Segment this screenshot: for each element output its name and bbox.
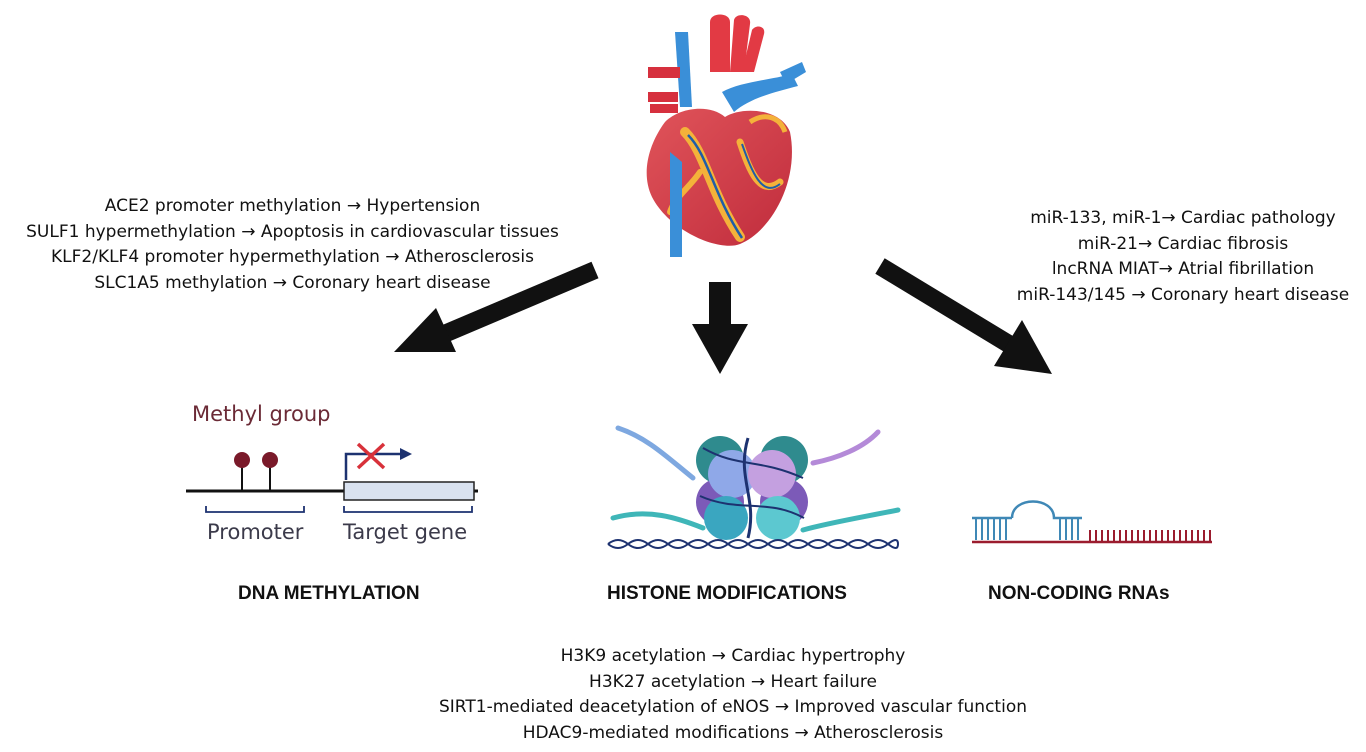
- dna-example-4: SLC1A5 methylation → Coronary heart dise…: [94, 272, 491, 293]
- ncrna-example-4: miR-143/145 → Coronary heart disease: [1016, 284, 1350, 305]
- histone-example-3: SIRT1-mediated deacetylation of eNOS → I…: [438, 697, 1027, 717]
- arrow-down: [692, 282, 748, 374]
- promoter-label: Promoter: [207, 520, 304, 544]
- dna-methylation-examples: ACE2 promoter methylation → Hypertension…: [0, 194, 585, 296]
- dna-example-3: KLF2/KLF4 promoter hypermethylation → At…: [51, 247, 534, 267]
- heart-illustration: [646, 14, 806, 257]
- methylation-gene-diagram: [186, 442, 478, 513]
- histone-modifications-title: HISTONE MODIFICATIONS: [607, 583, 847, 604]
- histone-example-4: HDAC9-mediated modifications → Atheroscl…: [522, 722, 944, 743]
- histone-example-1: H3K9 acetylation → Cardiac hypertrophy: [560, 646, 906, 666]
- ncrna-example-1: miR-133, miR-1→ Cardiac pathology: [1030, 208, 1336, 228]
- arrow-right: [875, 258, 1052, 374]
- methyl-group-label: Methyl group: [192, 402, 331, 426]
- ncrna-hairpin-illustration: [972, 500, 1212, 544]
- non-coding-rnas-title: NON-CODING RNAs: [988, 583, 1170, 604]
- histone-modification-examples: H3K9 acetylation → Cardiac hypertrophy H…: [383, 644, 1083, 746]
- dna-example-2: SULF1 hypermethylation → Apoptosis in ca…: [26, 221, 559, 242]
- histone-nucleosome-illustration: [607, 425, 901, 549]
- ncrna-example-2: miR-21→ Cardiac fibrosis: [1077, 233, 1289, 254]
- dna-example-1: ACE2 promoter methylation → Hypertension: [104, 196, 481, 216]
- ncrna-examples: miR-133, miR-1→ Cardiac pathology miR-21…: [1000, 206, 1366, 308]
- ncrna-example-3: lncRNA MIAT→ Atrial fibrillation: [1051, 259, 1315, 279]
- dna-methylation-title: DNA METHYLATION: [238, 583, 420, 604]
- target-gene-label: Target gene: [343, 520, 468, 544]
- arrow-left: [394, 261, 599, 352]
- histone-example-2: H3K27 acetylation → Heart failure: [589, 671, 877, 692]
